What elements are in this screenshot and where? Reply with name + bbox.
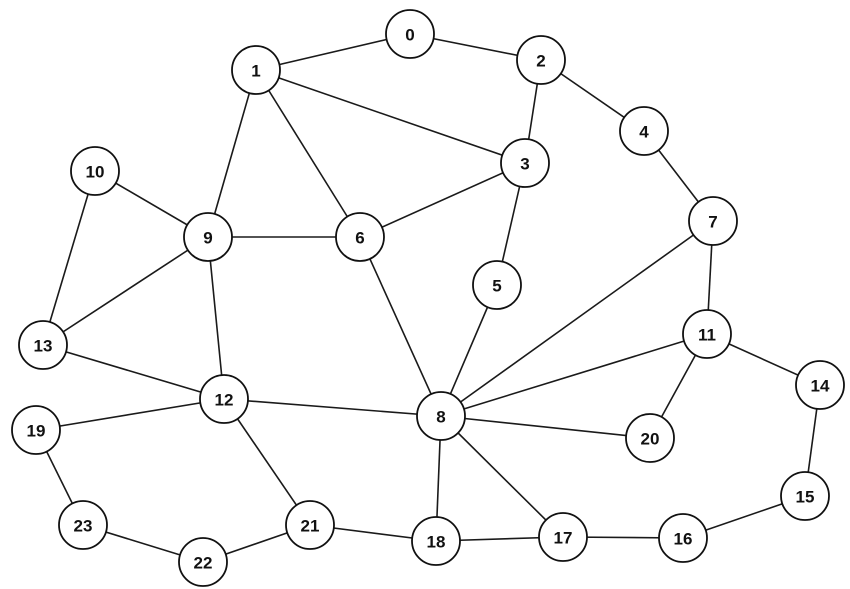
- node-18: 18: [411, 516, 461, 566]
- node-label-20: 20: [641, 430, 660, 449]
- node-circle-8: [416, 391, 466, 441]
- node-9: 9: [183, 212, 233, 262]
- node-label-0: 0: [405, 26, 414, 45]
- node-label-16: 16: [674, 530, 693, 549]
- edge-7-8: [440, 220, 714, 417]
- edge-12-8: [223, 398, 442, 417]
- node-4: 4: [619, 106, 669, 156]
- edge-1-9: [207, 69, 257, 238]
- edge-9-12: [207, 236, 225, 400]
- node-circle-1: [231, 45, 281, 95]
- node-label-21: 21: [301, 517, 320, 536]
- node-19: 19: [11, 405, 61, 455]
- node-label-7: 7: [708, 213, 717, 232]
- node-label-8: 8: [436, 408, 445, 427]
- node-15: 15: [780, 471, 830, 521]
- node-3: 3: [500, 138, 550, 188]
- edge-11-8: [440, 333, 708, 417]
- node-label-14: 14: [811, 377, 830, 396]
- node-label-13: 13: [34, 337, 53, 356]
- node-circle-6: [335, 212, 385, 262]
- node-6: 6: [335, 212, 385, 262]
- node-circle-13: [18, 320, 68, 370]
- node-label-3: 3: [520, 155, 529, 174]
- node-circle-23: [58, 500, 108, 550]
- edge-19-12: [35, 398, 225, 431]
- node-label-2: 2: [536, 52, 545, 71]
- edge-8-20: [440, 415, 651, 439]
- edge-3-6: [359, 162, 526, 238]
- node-8: 8: [416, 391, 466, 441]
- node-label-9: 9: [203, 229, 212, 248]
- node-17: 17: [538, 512, 588, 562]
- node-14: 14: [795, 360, 845, 410]
- node-label-6: 6: [355, 229, 364, 248]
- node-21: 21: [285, 500, 335, 550]
- edge-1-6: [255, 69, 361, 238]
- node-circle-16: [658, 513, 708, 563]
- node-circle-14: [795, 360, 845, 410]
- node-circle-11: [682, 309, 732, 359]
- node-circle-4: [619, 106, 669, 156]
- node-label-15: 15: [796, 488, 815, 507]
- node-circle-5: [472, 260, 522, 310]
- node-label-4: 4: [639, 123, 649, 142]
- node-circle-15: [780, 471, 830, 521]
- node-16: 16: [658, 513, 708, 563]
- node-12: 12: [199, 374, 249, 424]
- node-11: 11: [682, 309, 732, 359]
- node-circle-2: [516, 35, 566, 85]
- node-label-17: 17: [554, 529, 573, 548]
- node-13: 13: [18, 320, 68, 370]
- edge-21-12: [223, 398, 311, 526]
- edge-6-8: [359, 236, 442, 417]
- node-label-18: 18: [427, 533, 446, 552]
- node-20: 20: [625, 413, 675, 463]
- edge-layer: [35, 33, 821, 563]
- node-circle-10: [70, 146, 120, 196]
- edge-13-12: [42, 344, 225, 400]
- node-label-12: 12: [215, 391, 234, 410]
- node-circle-18: [411, 516, 461, 566]
- edge-8-17: [440, 415, 564, 538]
- node-22: 22: [178, 537, 228, 587]
- node-circle-3: [500, 138, 550, 188]
- node-circle-7: [688, 196, 738, 246]
- node-circle-17: [538, 512, 588, 562]
- node-circle-12: [199, 374, 249, 424]
- node-5: 5: [472, 260, 522, 310]
- node-label-10: 10: [86, 163, 105, 182]
- node-circle-9: [183, 212, 233, 262]
- edge-1-3: [255, 69, 526, 164]
- node-label-22: 22: [194, 554, 213, 573]
- edge-0-1: [255, 33, 411, 71]
- edge-9-13: [42, 236, 209, 346]
- node-label-1: 1: [251, 62, 260, 81]
- node-23: 23: [58, 500, 108, 550]
- node-0: 0: [385, 9, 435, 59]
- node-label-23: 23: [74, 517, 93, 536]
- node-label-5: 5: [492, 277, 501, 296]
- node-circle-20: [625, 413, 675, 463]
- node-2: 2: [516, 35, 566, 85]
- node-label-19: 19: [27, 422, 46, 441]
- node-1: 1: [231, 45, 281, 95]
- node-circle-0: [385, 9, 435, 59]
- node-circle-21: [285, 500, 335, 550]
- node-circle-19: [11, 405, 61, 455]
- node-10: 10: [70, 146, 120, 196]
- node-label-11: 11: [698, 326, 716, 345]
- node-7: 7: [688, 196, 738, 246]
- node-circle-22: [178, 537, 228, 587]
- edge-10-13: [42, 170, 96, 346]
